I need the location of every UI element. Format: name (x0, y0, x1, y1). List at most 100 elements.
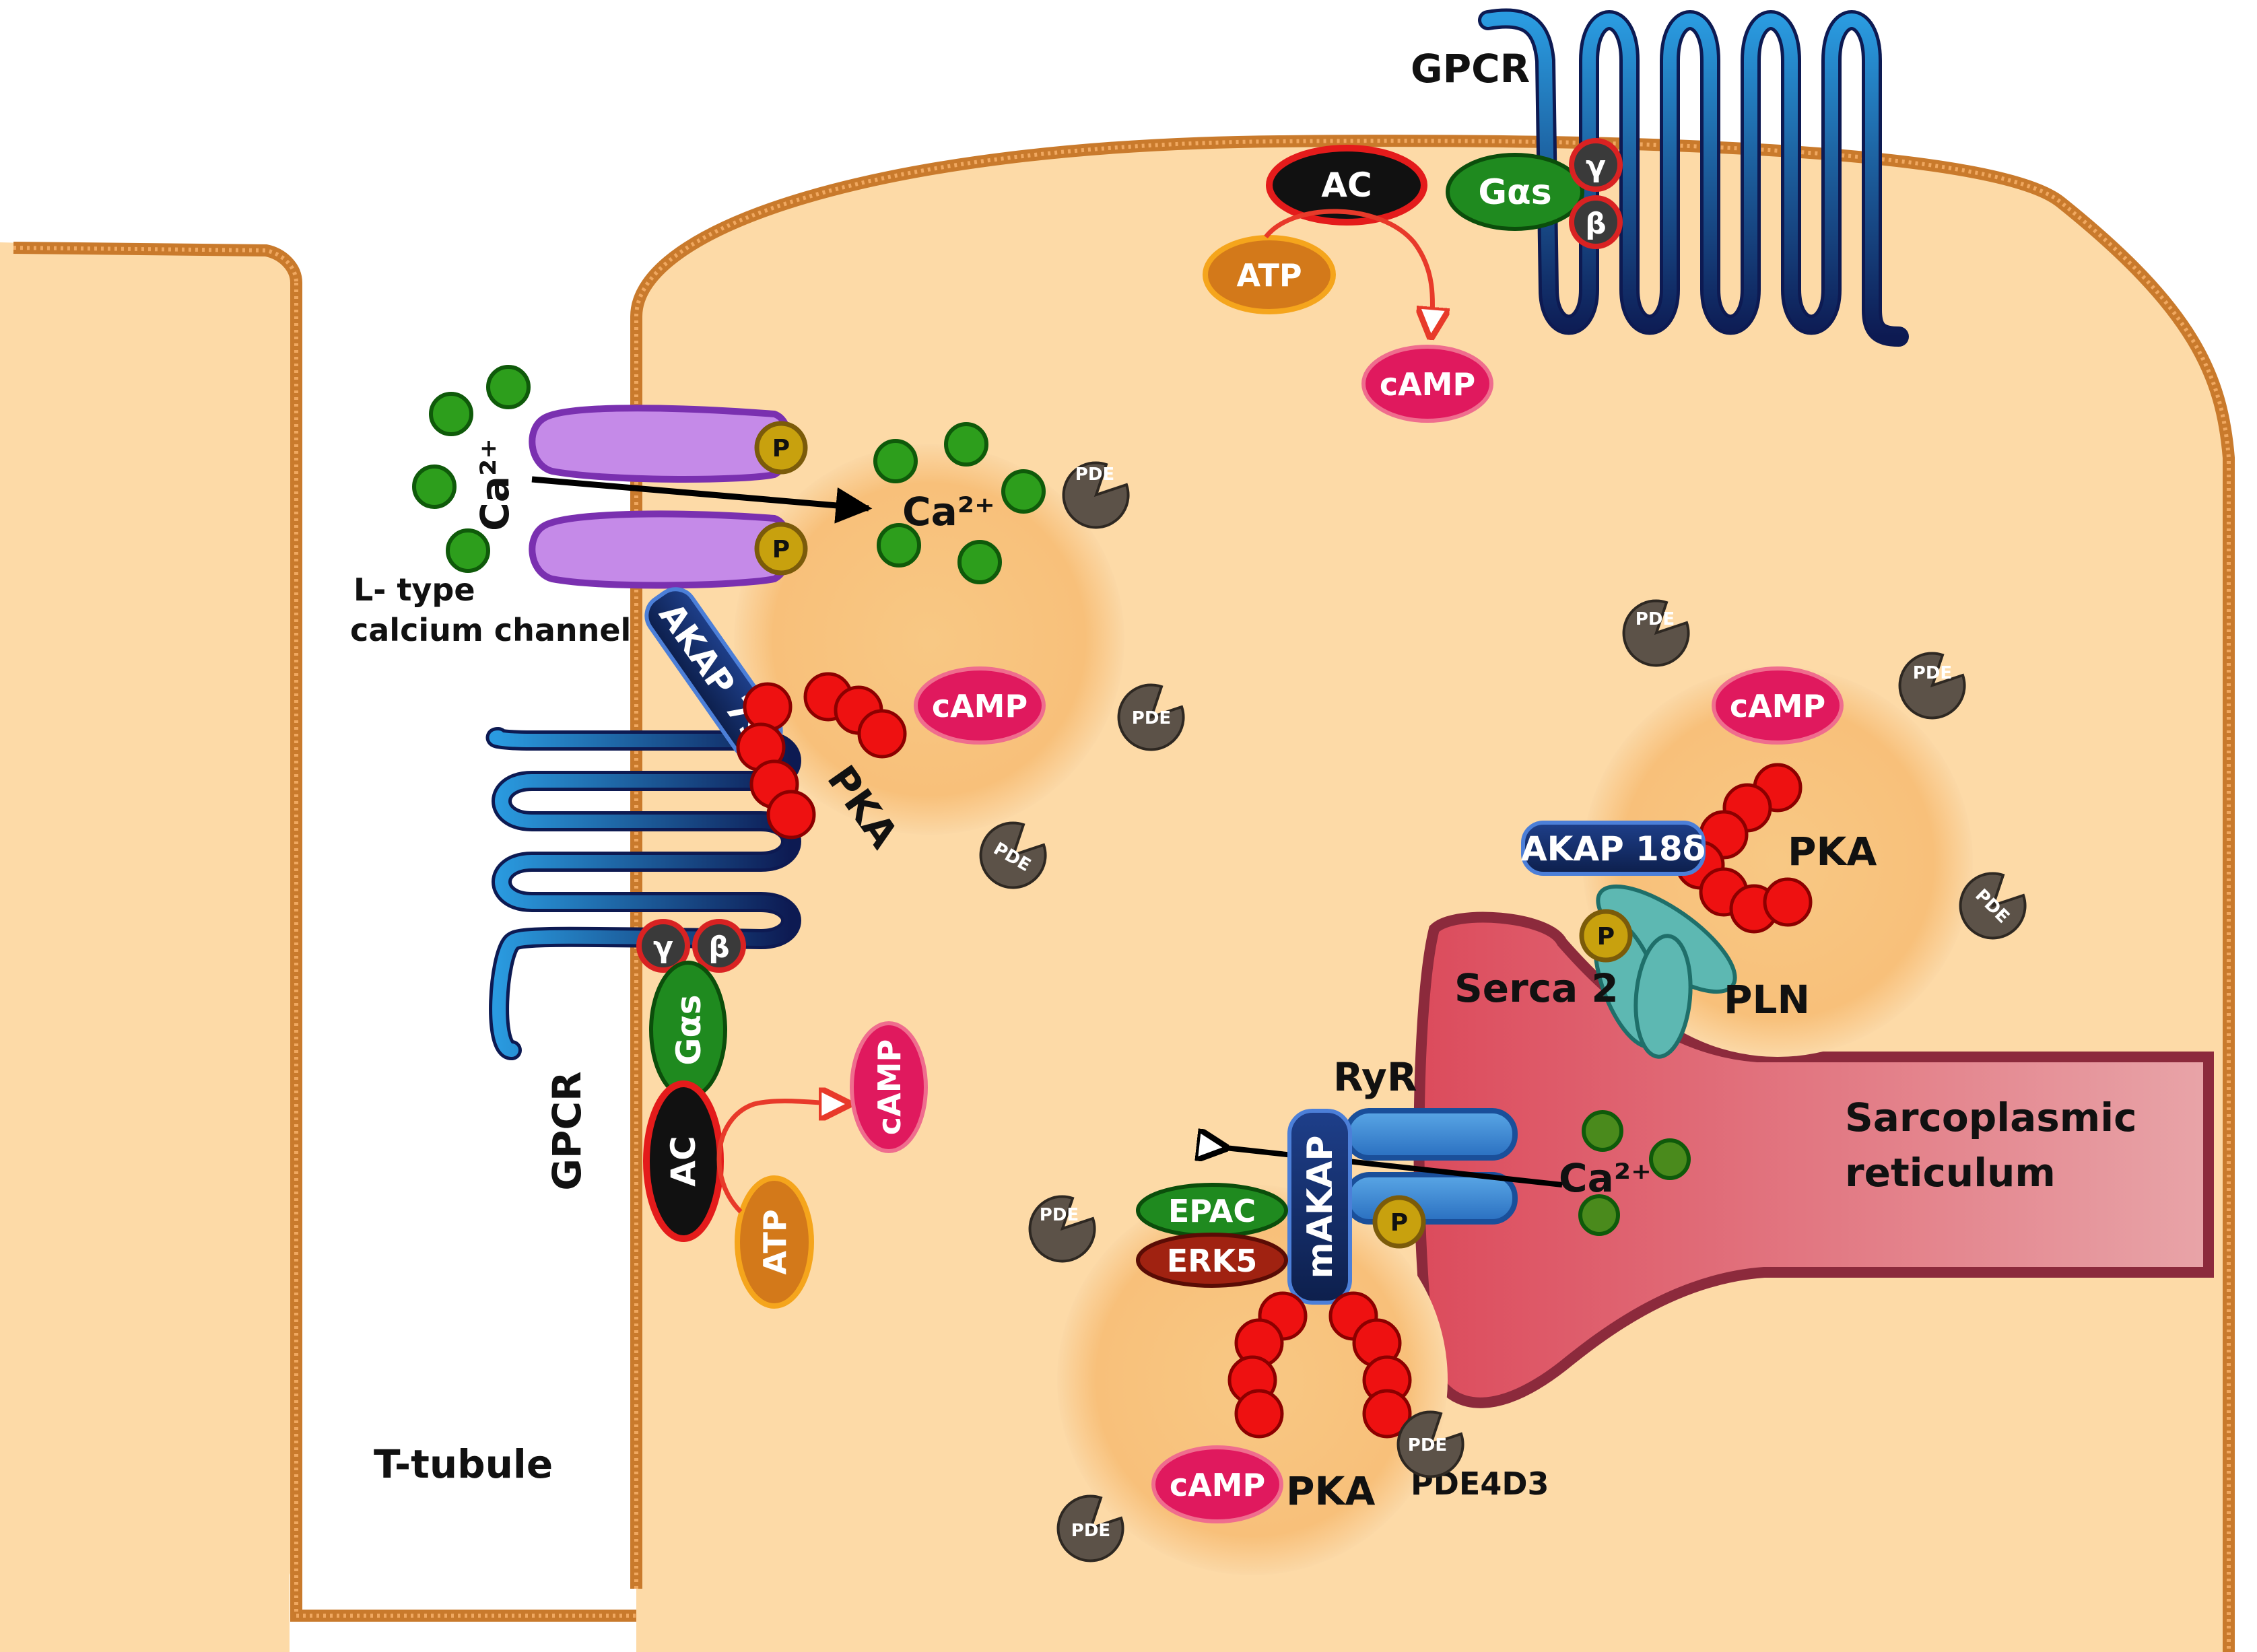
ltype-ca-arrow (531, 476, 873, 524)
makap-label: mAKAP (1300, 1135, 1341, 1278)
pde-enzyme: PDE (1056, 1494, 1124, 1562)
pka-subunit (1763, 877, 1813, 927)
calcium-ion (429, 392, 473, 436)
atp-top-label: ATP (1236, 257, 1302, 294)
camp-serca (1712, 666, 1844, 745)
ac-left-arrow (716, 1101, 848, 1214)
calcium-ion (944, 422, 988, 467)
gamma-top (1569, 138, 1623, 192)
beta-left (692, 919, 746, 973)
pka-serca-label: PKA (1788, 829, 1877, 874)
atp-left-label: ATP (757, 1209, 793, 1274)
ryr-ca-label: Ca²⁺ (1559, 1155, 1652, 1201)
sr-label-line1: Sarcoplasmic (1845, 1095, 2137, 1140)
erk5 (1136, 1233, 1288, 1288)
serca-p (1579, 909, 1633, 963)
calcium-ion (957, 540, 1002, 584)
pde-enzyme: PDE (1062, 461, 1130, 529)
ltype-label-line1: L- type (353, 572, 475, 608)
calcium-ions-outside (412, 365, 531, 573)
svg-text:PDE: PDE (1040, 1205, 1079, 1225)
pka-subunit (1362, 1389, 1412, 1439)
svg-text:PDE: PDE (1636, 609, 1675, 629)
calcium-ion (486, 365, 531, 409)
serca2-label: Serca 2 (1454, 965, 1619, 1011)
t-tubule-membrane-ticks (294, 283, 636, 1618)
pde-enzyme: PDE (1117, 683, 1185, 751)
beta-left-label: β (708, 930, 730, 965)
pka-subunit (766, 790, 816, 839)
gas-top (1446, 153, 1584, 231)
akap18: AKAP 18δ (1521, 821, 1706, 876)
sr-label-line2: reticulum (1845, 1150, 2056, 1196)
gamma-top-label: γ (1586, 149, 1606, 184)
pka-subunit (857, 709, 907, 759)
t-tubule-label: T-tubule (374, 1441, 553, 1487)
ltype-channel-upper (529, 405, 793, 483)
atp-left (735, 1175, 814, 1309)
ltype-p-upper-label: P (772, 435, 790, 462)
calcium-ion (873, 439, 918, 483)
ryr-p (1372, 1195, 1426, 1249)
ryr-p-label: P (1390, 1209, 1408, 1237)
pka-subunit (1234, 1389, 1284, 1439)
makap: mAKAP (1287, 1109, 1352, 1305)
ryr-ca-arrow (1225, 1148, 1563, 1188)
ltype-p-lower-label: P (772, 536, 790, 563)
calcium-ion (1649, 1138, 1691, 1180)
beta-top-label: β (1585, 207, 1607, 241)
gamma-left-label: γ (653, 930, 673, 965)
svg-text:PDE: PDE (1408, 1435, 1447, 1455)
ltype-ca-inside-label: Ca²⁺ (902, 489, 995, 535)
calcium-ion (446, 528, 490, 573)
gpcr-top (1478, 8, 1909, 347)
ac-top-label: AC (1321, 166, 1372, 205)
camp-left-label: cAMP (871, 1039, 908, 1135)
pde-enzymes: PDE PDE PDE PDE PDE PDE PDE PDE (979, 461, 2027, 1562)
calcium-ions-sr (1578, 1110, 1691, 1236)
ryr-upper (1344, 1108, 1518, 1161)
camp-top-label: cAMP (1380, 366, 1475, 403)
pde-enzyme: PDE (1396, 1410, 1464, 1478)
calcium-ion (412, 464, 457, 509)
pde-enzyme: PDE (1028, 1195, 1096, 1263)
pde-enzyme: PDE (1959, 872, 2027, 940)
ltype-channel-lower (529, 510, 793, 589)
camp-top (1361, 345, 1493, 423)
ac-top-arrow (1264, 209, 1432, 337)
ac-left-label: AC (664, 1136, 703, 1186)
gpcr-left-label: GPCR (544, 1071, 590, 1190)
ltype-p-upper (754, 421, 808, 475)
gpcr-top-label: GPCR (1411, 46, 1530, 92)
left-cell (0, 242, 296, 1652)
ryr-label: RyR (1333, 1054, 1417, 1100)
atp-top (1203, 235, 1336, 314)
ltype-label-line2: calcium channel (350, 612, 631, 648)
ltype-p-lower (754, 522, 808, 576)
serca-p-label: P (1597, 923, 1615, 951)
pka-ryr-label: PKA (1286, 1468, 1375, 1514)
pde-enzyme: PDE (1898, 652, 1966, 720)
epac-label: EPAC (1168, 1193, 1256, 1229)
calcium-ion (1578, 1194, 1620, 1236)
camp-ryr (1151, 1445, 1283, 1523)
t-tubule-lumen (302, 283, 630, 1616)
microdomain-ltype (734, 444, 1124, 835)
svg-text:PDE: PDE (1075, 464, 1114, 485)
ac-top (1266, 145, 1427, 226)
gas-top-label: Gαs (1478, 172, 1551, 213)
ltype-ca-outside-label: Ca²⁺ (472, 438, 518, 531)
pln-lobe (1633, 934, 1693, 1059)
pka-subunit (743, 682, 793, 732)
erk5-label: ERK5 (1167, 1243, 1258, 1279)
calcium-ion (1001, 469, 1046, 514)
camp-serca-label: cAMP (1730, 688, 1825, 724)
left-cell-membrane-ticks (13, 246, 298, 1542)
gamma-left (636, 919, 690, 973)
camp-ltype-label: cAMP (932, 688, 1028, 724)
pka-ltype (736, 672, 907, 839)
calcium-ion (877, 523, 921, 567)
calcium-ion (1582, 1110, 1623, 1152)
pde-enzyme: PDE (1622, 599, 1690, 667)
